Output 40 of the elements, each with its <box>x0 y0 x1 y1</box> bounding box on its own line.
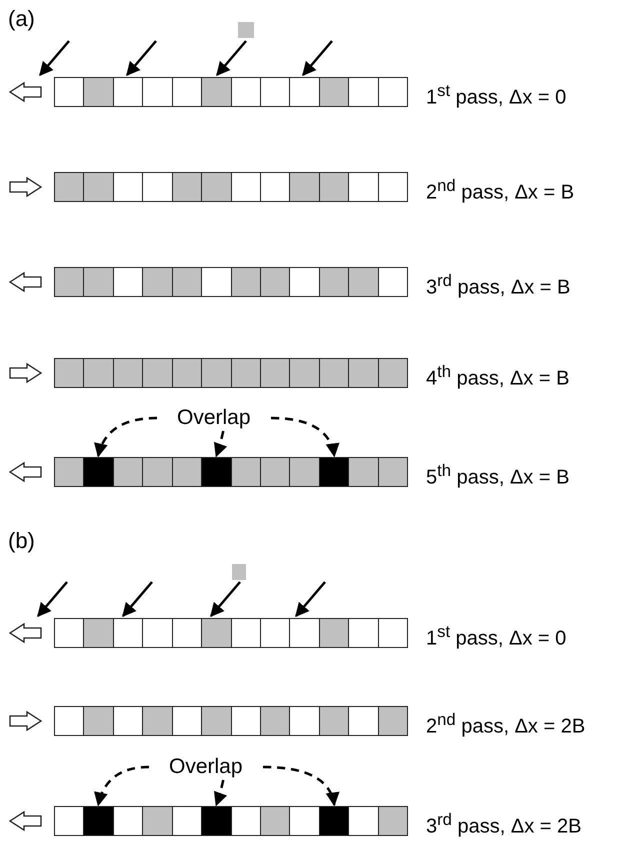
dashed-arrow <box>214 430 228 458</box>
arrow <box>210 581 241 618</box>
cell-strip <box>54 77 408 107</box>
pass-label: 4$^{th}$ pass, Δx = B <box>426 361 570 392</box>
dashed-arrow <box>214 780 228 806</box>
cell-strip <box>54 618 408 648</box>
pass-label: 2$^{nd}$ pass, Δx = B <box>426 175 574 206</box>
overlap-cell <box>202 807 232 835</box>
cell-strip <box>54 358 408 388</box>
arrow <box>126 40 157 76</box>
cell-strip <box>54 267 408 297</box>
pass-label: 5$^{th}$ pass, Δx = B <box>426 460 570 491</box>
dashed-arrow <box>94 766 150 806</box>
cell-strip <box>54 706 408 736</box>
panel-label: (b) <box>8 528 35 554</box>
overlap-cell <box>202 458 232 486</box>
overlap-cell <box>320 458 350 486</box>
dashed-arrow <box>94 416 158 458</box>
cell-strip <box>54 172 408 202</box>
pass-label: 1$^{st}$ pass, Δx = 0 <box>426 80 566 111</box>
arrow <box>295 581 326 618</box>
pass-label: 3$^{rd}$ pass, Δx = 2B <box>426 809 582 840</box>
overlap-cell <box>84 458 114 486</box>
panel-label: (a) <box>8 6 35 32</box>
arrow <box>216 40 247 76</box>
pass-label: 3$^{rd}$ pass, Δx = B <box>426 270 570 301</box>
pass-label: 2$^{nd}$ pass, Δx = 2B <box>426 709 586 740</box>
arrow <box>122 581 153 618</box>
arrow <box>302 40 333 76</box>
arrow <box>37 581 68 618</box>
overlap-label: Overlap <box>169 754 243 780</box>
overlap-cell <box>320 807 350 835</box>
pass-label: 1$^{st}$ pass, Δx = 0 <box>426 621 566 652</box>
overlap-cell <box>84 807 114 835</box>
cell-strip <box>54 457 408 487</box>
cell-strip <box>54 806 408 836</box>
dashed-arrow <box>262 766 339 806</box>
dashed-arrow <box>270 416 339 458</box>
arrow <box>39 40 70 76</box>
overlap-label: Overlap <box>177 405 251 431</box>
